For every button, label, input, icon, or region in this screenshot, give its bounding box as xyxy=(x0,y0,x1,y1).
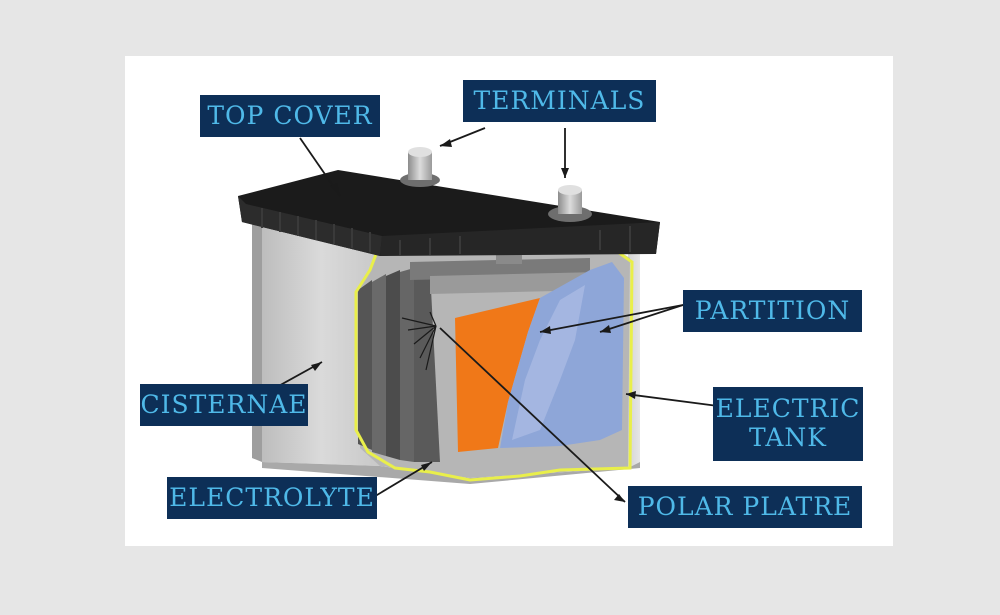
leader-partition-1 xyxy=(539,304,684,333)
leader-polar-platre xyxy=(439,327,626,503)
label-electrolyte: ELECTROLYTE xyxy=(167,477,377,519)
label-electric-tank-line2: TANK xyxy=(749,423,827,452)
top-cover xyxy=(238,170,660,256)
label-polar-platre: POLAR PLATRE xyxy=(628,486,862,528)
leader-lines xyxy=(274,127,719,503)
leader-electric-tank xyxy=(625,393,719,407)
label-polar-platre-text: POLAR PLATRE xyxy=(637,491,853,521)
leader-electrolyte xyxy=(371,461,433,499)
label-cisternae-text: CISTERNAE xyxy=(140,389,308,419)
terminal-right xyxy=(548,185,592,222)
label-electric-tank-line1: ELECTRIC xyxy=(715,394,861,424)
leader-partition-2 xyxy=(599,304,684,333)
label-top-cover-text: TOP COVER xyxy=(207,100,373,130)
terminal-left xyxy=(400,147,440,187)
label-terminals-text: TERMINALS xyxy=(473,85,646,115)
label-electrolyte-text: ELECTROLYTE xyxy=(169,482,375,512)
label-partition: PARTITION xyxy=(683,290,862,332)
label-cisternae: CISTERNAE xyxy=(140,384,308,426)
orange-plate xyxy=(455,298,540,452)
label-partition-text: PARTITION xyxy=(694,295,851,325)
arrow-heads xyxy=(311,139,636,502)
label-top-cover: TOP COVER xyxy=(200,95,380,137)
label-electric-tank: ELECTRIC TANK xyxy=(713,387,863,461)
battery-cutaway xyxy=(354,224,634,482)
label-terminals: TERMINALS xyxy=(463,80,656,122)
